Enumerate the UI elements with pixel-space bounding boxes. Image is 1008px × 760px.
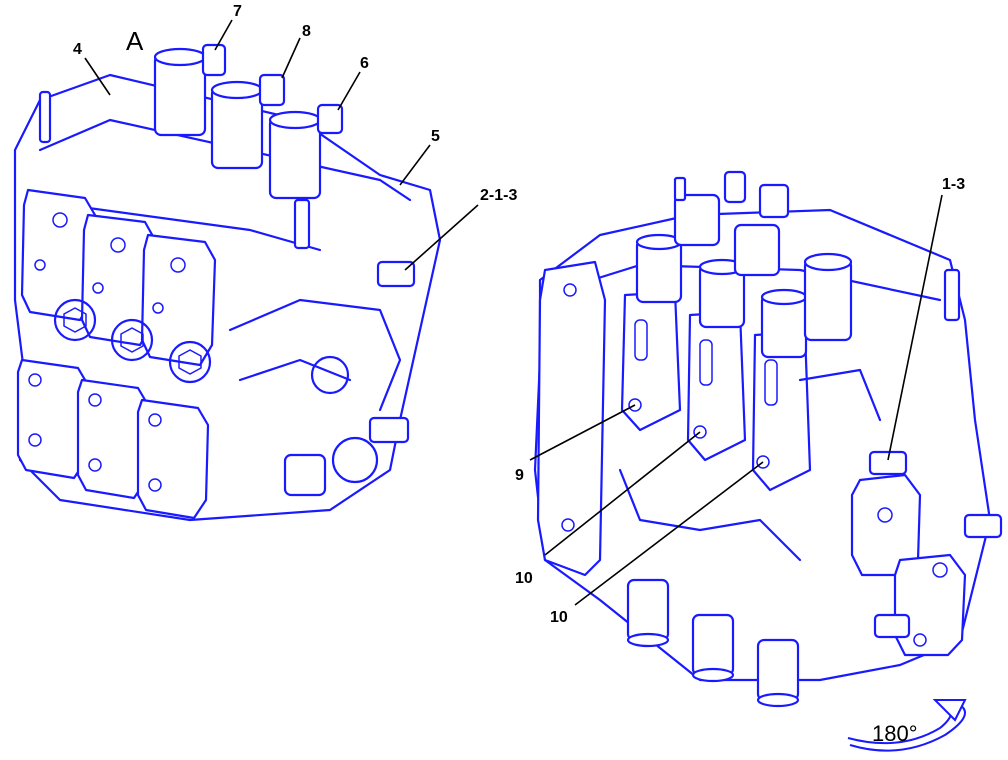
right-valve-assembly bbox=[533, 170, 1003, 708]
view-label: A bbox=[126, 26, 144, 56]
callout-6: 6 bbox=[360, 55, 369, 72]
callout-10-b: 10 bbox=[550, 609, 568, 626]
rotation-arrow bbox=[847, 699, 967, 752]
rotation-label: 180° bbox=[872, 721, 918, 746]
callout-4: 4 bbox=[73, 41, 82, 58]
callout-7: 7 bbox=[233, 3, 242, 20]
callout-2-1-3: 2-1-3 bbox=[480, 187, 517, 204]
left-valve-assembly bbox=[13, 43, 442, 522]
callout-10-a: 10 bbox=[515, 570, 533, 587]
callout-5: 5 bbox=[431, 128, 440, 145]
leader-lines bbox=[84, 19, 943, 606]
callout-9: 9 bbox=[515, 467, 524, 484]
callout-8: 8 bbox=[302, 23, 311, 40]
callout-1-3: 1-3 bbox=[942, 176, 965, 193]
